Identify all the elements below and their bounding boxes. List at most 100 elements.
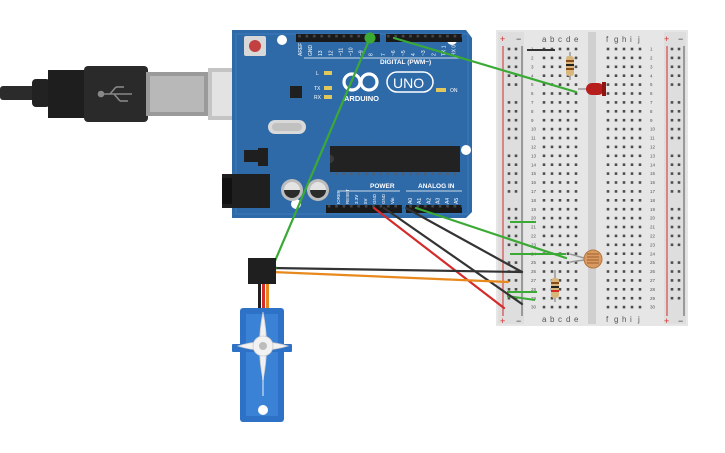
breadboard-hole[interactable] bbox=[574, 136, 578, 140]
breadboard-hole[interactable] bbox=[550, 56, 554, 60]
breadboard-hole[interactable] bbox=[550, 74, 554, 77]
rail-hole[interactable] bbox=[507, 154, 511, 158]
breadboard-holes[interactable] bbox=[507, 47, 681, 309]
breadboard-hole[interactable] bbox=[630, 154, 634, 158]
breadboard-hole[interactable] bbox=[606, 225, 610, 229]
breadboard-hole[interactable] bbox=[542, 190, 546, 193]
rail-hole[interactable] bbox=[670, 216, 674, 220]
breadboard-hole[interactable] bbox=[606, 199, 610, 202]
breadboard-hole[interactable] bbox=[566, 101, 570, 104]
rail-hole[interactable] bbox=[677, 47, 681, 51]
breadboard-hole[interactable] bbox=[606, 65, 610, 69]
breadboard-hole[interactable] bbox=[606, 101, 610, 104]
breadboard-hole[interactable] bbox=[630, 163, 634, 166]
breadboard-hole[interactable] bbox=[638, 207, 642, 211]
rail-hole[interactable] bbox=[670, 207, 674, 211]
breadboard-hole[interactable] bbox=[574, 83, 578, 86]
rail-hole[interactable] bbox=[507, 190, 511, 193]
rail-hole[interactable] bbox=[507, 207, 511, 211]
breadboard-hole[interactable] bbox=[630, 136, 634, 140]
rail-hole[interactable] bbox=[514, 172, 518, 175]
breadboard-hole[interactable] bbox=[542, 279, 546, 282]
breadboard-hole[interactable] bbox=[630, 190, 634, 193]
breadboard-hole[interactable] bbox=[630, 296, 634, 300]
rail-hole[interactable] bbox=[670, 279, 674, 282]
breadboard-hole[interactable] bbox=[542, 234, 546, 238]
breadboard-hole[interactable] bbox=[574, 225, 578, 229]
usb-cable[interactable] bbox=[0, 66, 260, 122]
breadboard-hole[interactable] bbox=[614, 47, 618, 51]
breadboard-hole[interactable] bbox=[622, 181, 626, 184]
breadboard-hole[interactable] bbox=[614, 252, 618, 255]
rail-hole[interactable] bbox=[677, 172, 681, 175]
breadboard-hole[interactable] bbox=[614, 163, 618, 166]
breadboard-hole[interactable] bbox=[574, 172, 578, 175]
breadboard-hole[interactable] bbox=[622, 74, 626, 77]
breadboard-hole[interactable] bbox=[550, 296, 554, 300]
breadboard-hole[interactable] bbox=[630, 74, 634, 77]
breadboard-hole[interactable] bbox=[542, 110, 546, 113]
breadboard-hole[interactable] bbox=[638, 74, 642, 77]
rail-hole[interactable] bbox=[514, 261, 518, 264]
breadboard-hole[interactable] bbox=[550, 145, 554, 149]
breadboard-hole[interactable] bbox=[606, 172, 610, 175]
breadboard-hole[interactable] bbox=[630, 101, 634, 104]
breadboard-hole[interactable] bbox=[622, 136, 626, 140]
breadboard-hole[interactable] bbox=[638, 199, 642, 202]
breadboard-hole[interactable] bbox=[622, 288, 626, 291]
rail-hole[interactable] bbox=[514, 234, 518, 238]
breadboard-hole[interactable] bbox=[638, 154, 642, 158]
breadboard-hole[interactable] bbox=[638, 118, 642, 122]
breadboard-hole[interactable] bbox=[622, 163, 626, 166]
breadboard-hole[interactable] bbox=[542, 92, 546, 95]
breadboard-hole[interactable] bbox=[558, 172, 562, 175]
breadboard-hole[interactable] bbox=[542, 216, 546, 220]
breadboard-hole[interactable] bbox=[622, 261, 626, 264]
rail-hole[interactable] bbox=[507, 118, 511, 122]
breadboard-hole[interactable] bbox=[566, 163, 570, 166]
breadboard-hole[interactable] bbox=[630, 305, 634, 309]
breadboard-hole[interactable] bbox=[622, 190, 626, 193]
breadboard-hole[interactable] bbox=[630, 56, 634, 60]
breadboard-hole[interactable] bbox=[630, 243, 634, 247]
breadboard-hole[interactable] bbox=[542, 243, 546, 247]
servo-motor[interactable] bbox=[232, 258, 292, 422]
breadboard-hole[interactable] bbox=[630, 252, 634, 255]
breadboard-hole[interactable] bbox=[606, 181, 610, 184]
breadboard-hole[interactable] bbox=[638, 261, 642, 264]
breadboard-hole[interactable] bbox=[638, 110, 642, 113]
breadboard-hole[interactable] bbox=[638, 47, 642, 51]
rail-hole[interactable] bbox=[670, 288, 674, 291]
breadboard-hole[interactable] bbox=[550, 190, 554, 193]
breadboard-hole[interactable] bbox=[566, 270, 570, 273]
breadboard-hole[interactable] bbox=[630, 47, 634, 51]
breadboard-hole[interactable] bbox=[638, 216, 642, 220]
breadboard-hole[interactable] bbox=[566, 136, 570, 140]
breadboard-hole[interactable] bbox=[558, 225, 562, 229]
rail-hole[interactable] bbox=[507, 181, 511, 184]
breadboard-hole[interactable] bbox=[574, 74, 578, 77]
rail-hole[interactable] bbox=[670, 101, 674, 104]
breadboard-hole[interactable] bbox=[566, 190, 570, 193]
rail-hole[interactable] bbox=[514, 243, 518, 247]
breadboard-hole[interactable] bbox=[574, 243, 578, 247]
rail-hole[interactable] bbox=[670, 270, 674, 273]
rail-hole[interactable] bbox=[670, 83, 674, 86]
breadboard-hole[interactable] bbox=[622, 216, 626, 220]
breadboard-hole[interactable] bbox=[622, 145, 626, 149]
breadboard-hole[interactable] bbox=[606, 279, 610, 282]
breadboard-hole[interactable] bbox=[622, 252, 626, 255]
breadboard-hole[interactable] bbox=[622, 127, 626, 131]
breadboard-hole[interactable] bbox=[606, 136, 610, 140]
breadboard-hole[interactable] bbox=[550, 243, 554, 247]
breadboard-hole[interactable] bbox=[630, 216, 634, 220]
breadboard-hole[interactable] bbox=[550, 154, 554, 158]
breadboard-hole[interactable] bbox=[606, 296, 610, 300]
breadboard-hole[interactable] bbox=[574, 92, 578, 95]
breadboard-hole[interactable] bbox=[606, 118, 610, 122]
breadboard-hole[interactable] bbox=[638, 296, 642, 300]
breadboard-hole[interactable] bbox=[550, 163, 554, 166]
rail-hole[interactable] bbox=[507, 163, 511, 166]
breadboard-hole[interactable] bbox=[550, 199, 554, 202]
breadboard-hole[interactable] bbox=[558, 234, 562, 238]
